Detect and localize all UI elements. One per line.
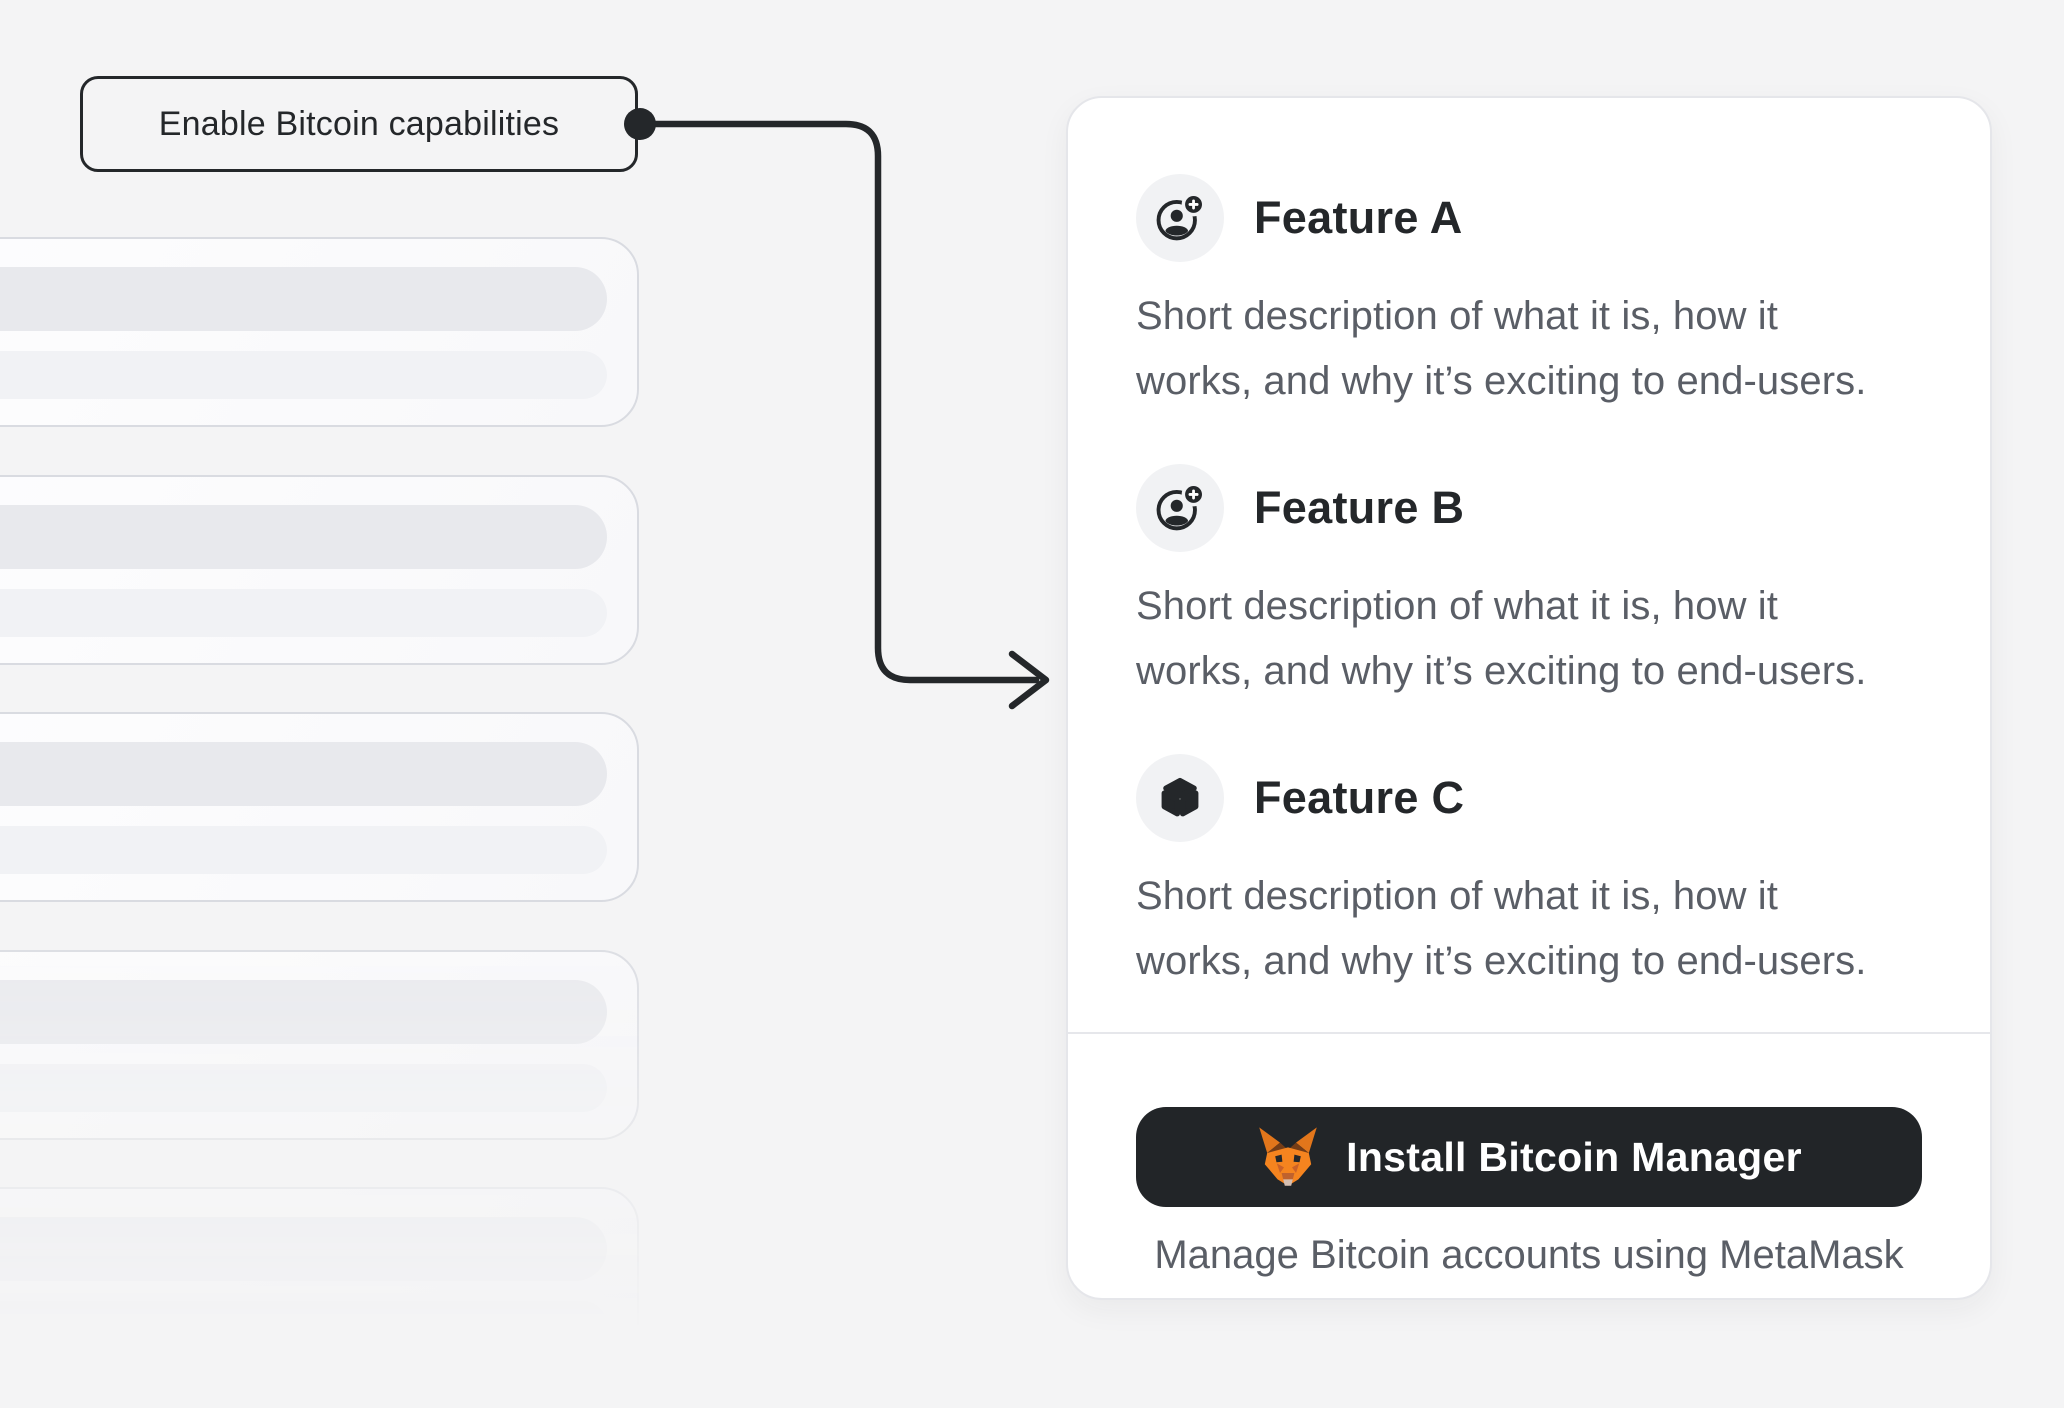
skeleton-bar (0, 351, 607, 399)
feature-item: Feature C Short description of what it i… (1136, 754, 1922, 994)
arrowhead-icon (1008, 650, 1050, 710)
user-plus-circle-icon (1136, 464, 1224, 552)
card-divider (1068, 1032, 1990, 1034)
cube-icon (1136, 754, 1224, 842)
skeleton-bar (0, 589, 607, 637)
skeleton-bar (0, 1064, 607, 1112)
feature-description: Short description of what it is, how it … (1136, 294, 1867, 403)
feature-list: Feature A Short description of what it i… (1136, 174, 1922, 994)
feature-item: Feature A Short description of what it i… (1136, 174, 1922, 414)
skeleton-bar (0, 980, 607, 1044)
feature-card: Feature A Short description of what it i… (1066, 96, 1992, 1300)
skeleton-card (0, 1187, 639, 1377)
feature-title: Feature B (1254, 482, 1465, 533)
skeleton-card-list (0, 237, 720, 1377)
skeleton-bar (0, 1217, 607, 1281)
install-button-label: Install Bitcoin Manager (1346, 1133, 1802, 1180)
skeleton-bar (0, 1301, 607, 1349)
feature-header: Feature B (1136, 464, 1922, 552)
install-caption: Manage Bitcoin accounts using MetaMask (1154, 1233, 1904, 1277)
skeleton-bar (0, 505, 607, 569)
metamask-fox-icon (1256, 1127, 1320, 1187)
annotation-label: Enable Bitcoin capabilities (158, 104, 560, 143)
install-bitcoin-manager-button[interactable]: Install Bitcoin Manager (1136, 1107, 1922, 1207)
skeleton-bar (0, 826, 607, 874)
skeleton-card (0, 950, 639, 1140)
feature-item: Feature B Short description of what it i… (1136, 464, 1922, 704)
annotation-callout: Enable Bitcoin capabilities (80, 76, 638, 172)
user-plus-circle-icon (1136, 174, 1224, 262)
feature-header: Feature C (1136, 754, 1922, 842)
skeleton-bar (0, 742, 607, 806)
card-footer: Install Bitcoin Manager Manage Bitcoin a… (1136, 1034, 1922, 1278)
skeleton-card (0, 475, 639, 665)
feature-title: Feature C (1254, 772, 1465, 823)
feature-description: Short description of what it is, how it … (1136, 584, 1867, 693)
feature-title: Feature A (1254, 192, 1463, 243)
feature-description: Short description of what it is, how it … (1136, 874, 1867, 983)
skeleton-card (0, 237, 639, 427)
skeleton-bar (0, 267, 607, 331)
skeleton-card (0, 712, 639, 902)
feature-header: Feature A (1136, 174, 1922, 262)
